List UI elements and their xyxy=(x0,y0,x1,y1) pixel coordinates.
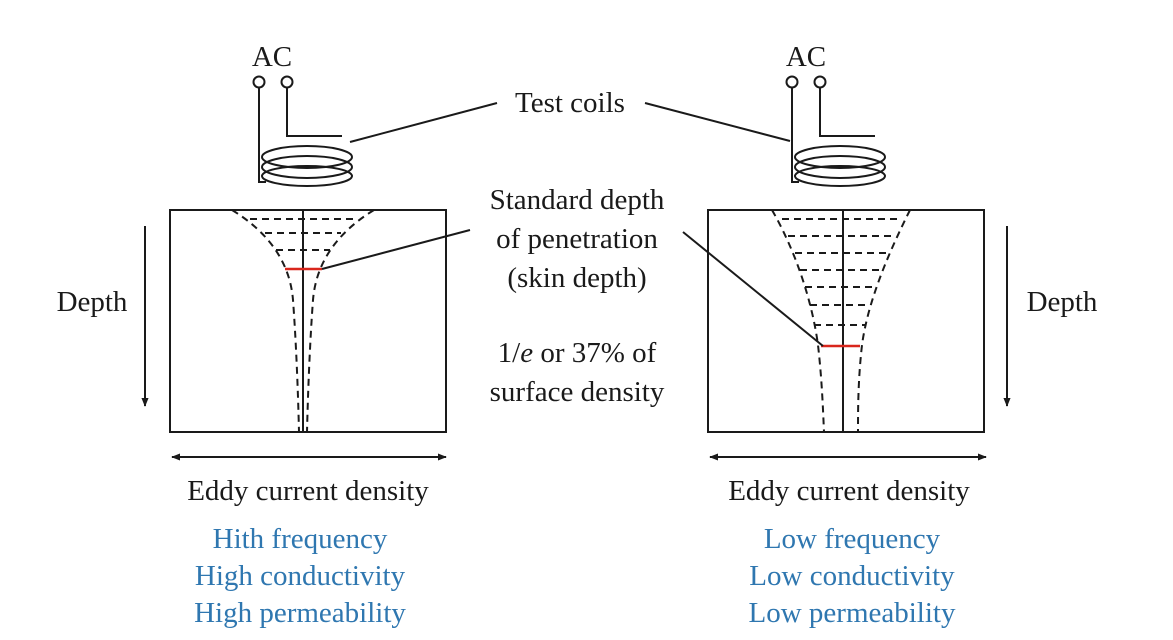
density-profile-left xyxy=(771,209,825,433)
depth-label-left: Depth xyxy=(57,286,128,318)
leader-skin-depth-left xyxy=(321,229,471,270)
left-panel: AC Depth Eddy cu xyxy=(57,41,447,629)
leader-test-coils-left xyxy=(349,102,498,143)
condition-left-permeability: High permeability xyxy=(194,597,406,629)
density-levels-left xyxy=(250,218,356,251)
density-levels-right xyxy=(782,218,900,326)
coil-icon xyxy=(794,145,886,187)
density-profile-right xyxy=(306,209,375,433)
condition-right-conductivity: Low conductivity xyxy=(749,560,955,592)
specimen-block-right xyxy=(707,209,985,433)
terminal-icon xyxy=(785,75,827,89)
depth-label-right: Depth xyxy=(1027,286,1098,318)
surface-density-label: surface density xyxy=(490,376,665,408)
coil-lead-right xyxy=(819,88,875,137)
coil-lead-left xyxy=(258,88,266,183)
ac-label-left: AC xyxy=(252,41,292,73)
standard-depth-line3: (skin depth) xyxy=(507,262,646,294)
density-profile-right xyxy=(857,209,911,433)
test-coils-label: Test coils xyxy=(515,87,625,119)
condition-left-conductivity: High conductivity xyxy=(195,560,406,592)
condition-left-frequency: Hith frequency xyxy=(213,523,388,555)
ac-label-right: AC xyxy=(786,41,826,73)
fraction-label: 1/e or 37% of xyxy=(498,337,657,369)
center-annotations: Test coils Standard depth of penetration… xyxy=(321,87,824,408)
density-profile-left xyxy=(231,209,300,433)
coil-lead-right xyxy=(286,88,342,137)
eddy-label-right: Eddy current density xyxy=(728,475,970,507)
coil-lead-left xyxy=(791,88,799,183)
eddy-label-left: Eddy current density xyxy=(187,475,429,507)
specimen-block-left xyxy=(169,209,447,433)
right-panel: AC Depth Eddy current density xyxy=(707,41,1098,629)
condition-right-frequency: Low frequency xyxy=(764,523,941,555)
standard-depth-line2: of penetration xyxy=(496,223,658,255)
leader-test-coils-right xyxy=(644,102,791,142)
coil-icon xyxy=(261,145,353,187)
leader-skin-depth-right xyxy=(682,231,824,347)
condition-right-permeability: Low permeability xyxy=(749,597,956,629)
terminal-icon xyxy=(252,75,294,89)
standard-depth-line1: Standard depth xyxy=(490,184,665,216)
